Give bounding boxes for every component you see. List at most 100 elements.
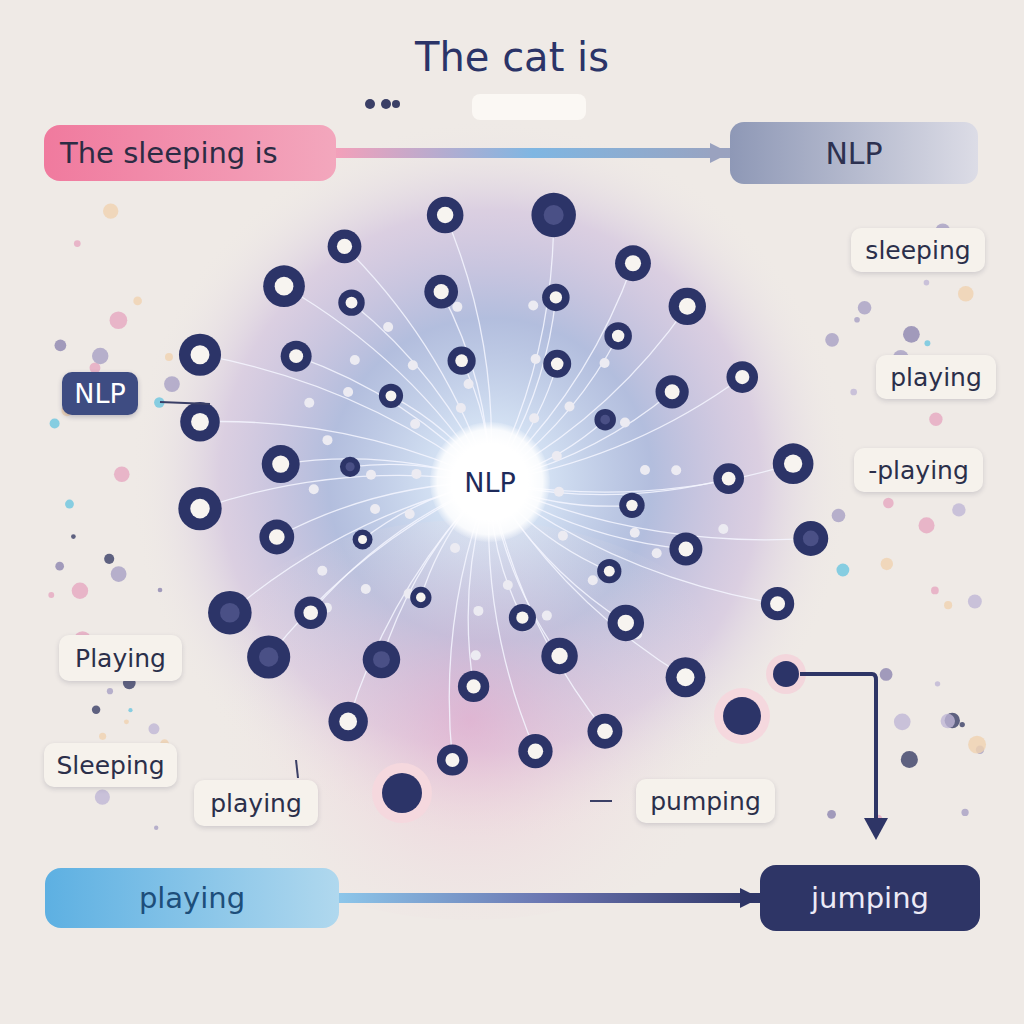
network-node <box>410 587 431 608</box>
input-pill: The sleeping is <box>44 125 336 181</box>
network-node-core <box>434 284 449 299</box>
small-dot <box>450 543 460 553</box>
scatter-dot <box>99 733 106 740</box>
network-node <box>726 361 758 393</box>
scatter-dot <box>825 333 839 347</box>
scatter-dot <box>827 810 836 819</box>
network-node-core <box>600 415 610 425</box>
scatter-dot <box>124 719 129 724</box>
leader-line <box>160 402 210 404</box>
network-node <box>263 265 305 307</box>
small-dot <box>304 398 314 408</box>
network-node-core <box>735 370 749 384</box>
network-node-core <box>346 462 355 471</box>
network-node <box>294 596 327 629</box>
scatter-dot <box>903 326 920 343</box>
word-tag: pumping <box>636 779 775 823</box>
scatter-dot <box>48 592 54 598</box>
network-node <box>247 635 290 678</box>
network-node <box>543 350 571 378</box>
small-dot <box>652 548 662 558</box>
network-node <box>427 197 464 234</box>
network-node <box>340 457 360 477</box>
network-node <box>541 638 578 675</box>
small-dot <box>471 650 481 660</box>
network-node <box>259 520 294 555</box>
node-text: pumping <box>650 787 761 816</box>
scatter-dot <box>854 317 860 323</box>
network-node-core <box>259 647 278 666</box>
network-node <box>448 347 476 375</box>
network-node <box>587 714 622 749</box>
network-node-core <box>373 651 390 668</box>
scatter-dot <box>858 301 872 315</box>
small-dot <box>370 504 380 514</box>
network-node <box>518 734 552 768</box>
small-dot <box>456 403 466 413</box>
small-dot <box>361 584 371 594</box>
small-dot <box>309 484 319 494</box>
output-pill: jumping <box>760 865 980 931</box>
scatter-dot <box>924 340 930 346</box>
node-text: NLP <box>825 136 882 171</box>
network-node-core <box>678 542 693 557</box>
small-dot <box>452 302 462 312</box>
small-dot <box>718 524 728 534</box>
scatter-dot <box>65 500 74 509</box>
scatter-dot <box>111 566 127 582</box>
scatter-dot <box>158 588 163 593</box>
node-text: -playing <box>868 456 969 485</box>
small-dot <box>343 387 353 397</box>
network-node <box>793 521 828 556</box>
scatter-dot <box>55 562 64 571</box>
scatter-dot <box>881 558 893 570</box>
network-node-core <box>665 384 680 399</box>
network-node <box>608 605 645 642</box>
network-node-core <box>544 205 564 225</box>
node-text: playing <box>890 363 982 392</box>
input-pill: playing <box>45 868 339 928</box>
title: The cat is <box>0 34 1024 80</box>
network-node <box>379 384 403 408</box>
network-node <box>328 230 362 264</box>
scatter-dot <box>71 534 76 539</box>
word-tag: sleeping <box>851 228 985 272</box>
small-dot <box>405 509 415 519</box>
network-node-core <box>339 713 357 731</box>
word-tag: -playing <box>854 448 983 492</box>
small-dot <box>529 413 539 423</box>
small-dot <box>600 358 610 368</box>
ring-node <box>382 773 422 813</box>
small-dot <box>410 419 420 429</box>
small-dot <box>411 469 421 479</box>
network-node <box>281 341 312 372</box>
scatter-dot <box>883 498 894 509</box>
small-dot <box>620 418 630 428</box>
network-node <box>179 334 221 376</box>
arrowhead <box>864 818 888 840</box>
dot <box>365 99 375 109</box>
scatter-dot <box>104 554 114 564</box>
neural-network <box>178 193 828 776</box>
network-node-core <box>626 500 637 511</box>
scatter-dot <box>929 413 942 426</box>
small-dot <box>408 360 418 370</box>
small-dot <box>558 531 568 541</box>
network-node <box>604 322 632 350</box>
network-node-core <box>337 239 352 254</box>
network-node-core <box>551 358 564 371</box>
scatter-dot <box>133 297 142 306</box>
network-node <box>180 402 220 442</box>
scatter-dot <box>92 348 108 364</box>
ring-node <box>773 661 799 687</box>
small-dot <box>554 487 564 497</box>
network-node <box>338 289 364 315</box>
network-node-core <box>272 456 289 473</box>
network-node <box>509 604 536 631</box>
network-node-core <box>784 455 802 473</box>
dot <box>381 99 391 109</box>
small-dot <box>350 355 360 365</box>
small-dot <box>473 606 483 616</box>
